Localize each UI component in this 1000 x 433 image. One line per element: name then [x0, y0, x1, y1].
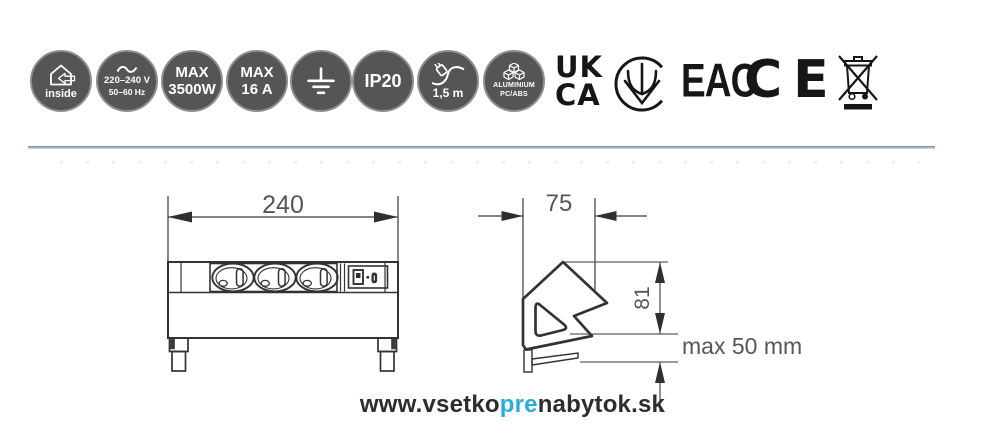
weee-bin-icon	[838, 55, 878, 110]
grounding-icon	[307, 67, 335, 95]
socket	[253, 262, 297, 293]
front-width-label: 240	[262, 191, 304, 219]
socket	[211, 262, 255, 293]
url-accent: pre	[499, 391, 538, 418]
ukca-bottom: CA	[555, 78, 601, 112]
url-part2: nabytok.sk	[537, 391, 666, 418]
dimension-width-75: 75	[478, 190, 647, 298]
dimension-width-240: 240	[167, 191, 399, 261]
corner-profile	[521, 260, 609, 373]
clamp-bracket	[523, 349, 533, 373]
eac-mark: EAC	[681, 54, 757, 107]
ce-letter-c: C	[744, 50, 783, 110]
badge-max-current: MAX 16 A	[226, 50, 288, 112]
badge-voltage: 220–240 V 50–60 Hz	[96, 50, 158, 112]
badge-material: ALUMINIUM PC/ABS	[483, 50, 545, 112]
frequency-range: 50–60 Hz	[108, 87, 146, 97]
cable-length-label: 1,5 m	[432, 85, 464, 100]
max-panel-label: max 50 mm	[682, 333, 802, 359]
max-power-line1: MAX	[175, 63, 209, 81]
usb-ports	[352, 269, 378, 285]
faint-dotted-rule	[60, 161, 920, 164]
front-view-drawing: 240	[167, 191, 399, 372]
section-divider	[28, 146, 935, 149]
badge-inside: inside	[30, 50, 92, 112]
dimension-max-panel: max 50 mm	[570, 333, 802, 412]
dimension-height-81: 81	[565, 261, 668, 334]
socket	[295, 262, 339, 293]
max-current-line1: MAX	[240, 63, 274, 81]
profile-cutout	[534, 302, 568, 337]
badge-grounded	[290, 50, 352, 112]
side-view-drawing: 75 81 max 50 mm	[478, 190, 802, 412]
usb-panel	[347, 265, 389, 289]
ac-wave-icon	[116, 65, 138, 73]
badge-inside-label: inside	[45, 87, 77, 100]
badge-ip-rating: IP20	[352, 50, 414, 112]
badge-max-power: MAX 3500W	[161, 50, 223, 112]
badge-cable-length: 1,5 m	[417, 50, 479, 112]
side-width-label: 75	[546, 190, 573, 217]
max-power-line2: 3500W	[168, 80, 216, 98]
cubes-icon	[503, 62, 525, 80]
ua-conformity-mark	[614, 56, 664, 112]
clamp-legs	[168, 337, 398, 372]
usb-a-port	[352, 269, 364, 285]
material-line2: PC/ABS	[500, 91, 528, 98]
schuko-sockets	[211, 262, 339, 293]
ukca-mark: UK CA	[555, 50, 604, 112]
clamp-foot	[531, 352, 579, 366]
material-line1: ALUMINIUM	[493, 81, 535, 89]
website-url: www.vsetkoprenabytok.sk	[340, 391, 685, 419]
plug-cable-icon	[431, 62, 465, 85]
ip-rating-label: IP20	[364, 70, 402, 91]
house-arrow-icon	[50, 64, 76, 85]
url-part1: www.vsetko	[359, 391, 500, 418]
voltage-range: 220–240 V	[104, 75, 150, 86]
side-height-label: 81	[631, 286, 654, 309]
ukca-top: UK	[555, 50, 604, 84]
max-current-line2: 16 A	[241, 80, 273, 98]
ce-letter-e: E	[793, 50, 829, 110]
